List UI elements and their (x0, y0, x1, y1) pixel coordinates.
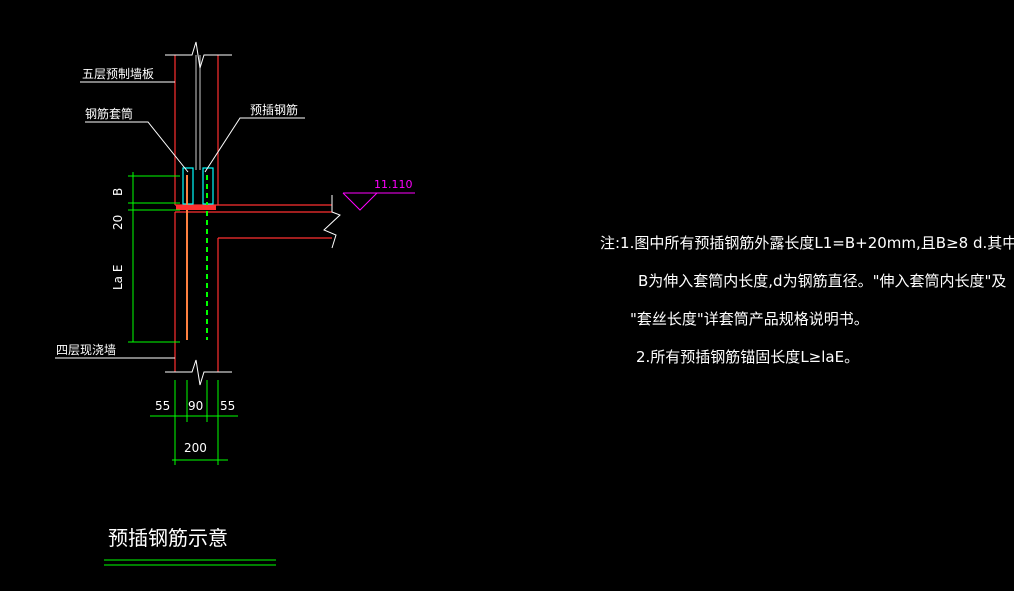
inserted-rebar (186, 175, 208, 340)
inner-wall-lines (195, 55, 201, 170)
lower-cast-wall (174, 211, 332, 372)
dim-b: B (111, 188, 125, 196)
level-value: 11.110 (374, 178, 413, 191)
drawing-title: 预插钢筋示意 (108, 526, 228, 550)
note-line-1: 注:1.图中所有预插钢筋外露长度L1=B+20mm,且B≥8 d.其中 (600, 234, 1014, 252)
note-line-4: 2.所有预插钢筋锚固长度L≥laE。 (636, 348, 860, 366)
leader-lines (55, 81, 305, 359)
dim-lae: La E (111, 265, 125, 290)
title-underline (104, 559, 276, 566)
dim-twenty: 20 (111, 215, 125, 230)
upper-wall-label: 五层预制墙板 (82, 67, 154, 81)
sleeve-label: 钢筋套筒 (85, 106, 133, 121)
dim-total-200: 200 (184, 441, 207, 455)
note-line-2: B为伸入套筒内长度,d为钢筋直径。"伸入套筒内长度"及 (638, 272, 1007, 290)
dim-right-55: 55 (220, 399, 235, 413)
dim-mid-90: 90 (188, 399, 203, 413)
level-mark (342, 192, 415, 211)
horizontal-dimension (150, 380, 238, 465)
dim-left-55: 55 (155, 399, 170, 413)
break-lines (165, 41, 341, 386)
note-line-3: "套丝长度"详套筒产品规格说明书。 (630, 310, 869, 328)
joint-marker (176, 205, 216, 210)
upper-precast-wall (174, 55, 332, 206)
vertical-dimension (128, 172, 180, 343)
rebar-label: 预插钢筋 (250, 102, 298, 117)
lower-wall-label: 四层现浇墙 (56, 343, 116, 357)
